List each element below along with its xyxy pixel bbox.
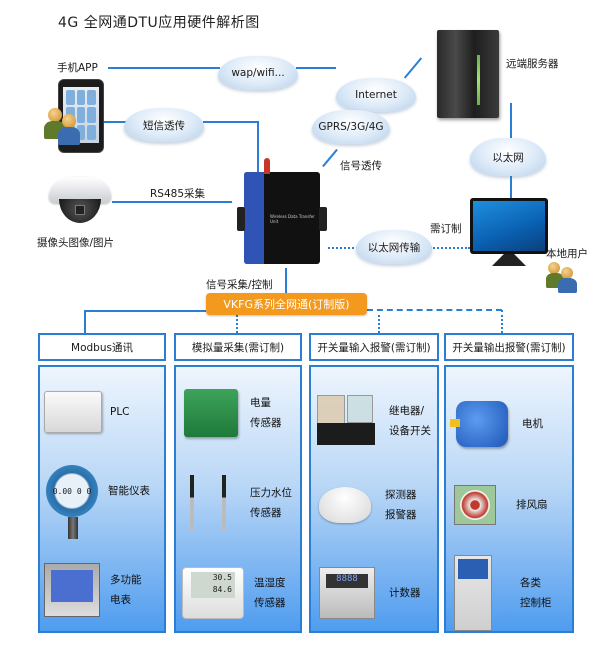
tree-line-switch-out [501, 310, 503, 333]
category-panel-analog: 电量 传感器 压力水位 传感器 30.5 84.6 温湿度 传感器 [174, 365, 302, 633]
tree-line-switch-in [378, 315, 380, 333]
link-dtu-eth-transfer [328, 247, 358, 249]
list-item: 电机 [450, 401, 543, 447]
relay-icon [317, 395, 379, 447]
motor-icon [450, 401, 508, 447]
link-phone-wap [108, 67, 220, 69]
exhaust-fan-icon [454, 485, 496, 525]
link-wap-internet [296, 67, 336, 69]
category-panel-switch-output: 电机 排风扇 各类 控制柜 [444, 365, 574, 633]
list-item: 电量 传感器 [184, 389, 282, 437]
label-local-user: 本地用户 [546, 248, 588, 260]
label-custom: 需订制 [430, 223, 462, 235]
monitor-stand [492, 254, 526, 266]
list-item: 排风扇 [454, 485, 548, 525]
link-gprs-dtu [322, 148, 338, 168]
link-dtu-product [285, 268, 287, 293]
plc-icon [44, 391, 102, 433]
link-internet-server [403, 57, 423, 79]
cloud-ethernet: 以太网 [470, 129, 546, 176]
power-sensor-icon [184, 389, 238, 437]
link-phone-sms [104, 121, 126, 123]
category-panel-modbus: PLC 0.00 0 0 智能仪表 多功能 电表 [38, 365, 166, 633]
cloud-gprs: GPRS/3G/4G [312, 102, 390, 144]
list-item: 探测器 报警器 [319, 485, 417, 525]
tree-line-left [84, 310, 206, 312]
level-sensor-icon [182, 475, 240, 531]
label-signal-collect: 信号采集/控制 [206, 279, 273, 291]
cloud-sms: 短信透传 [124, 100, 204, 142]
list-item: 继电器/ 设备开关 [317, 395, 431, 447]
users-icon [44, 108, 84, 145]
category-panel-switch-input: 继电器/ 设备开关 探测器 报警器 8888 计数器 [309, 365, 439, 633]
cloud-internet: Internet [336, 70, 416, 112]
cloud-wap-wifi: wap/wifi... [218, 48, 298, 90]
list-item: 0.00 0 0 智能仪表 [46, 465, 150, 517]
label-signal-transparent: 信号透传 [340, 160, 382, 172]
list-item: 8888 计数器 [319, 567, 421, 619]
list-item: PLC [44, 391, 130, 433]
list-item: 多功能 电表 [44, 563, 142, 617]
link-ethernet-monitor [510, 176, 512, 200]
category-header-switch-input: 开关量输入报警(需订制) [309, 333, 439, 361]
label-rs485: RS485采集 [150, 188, 206, 200]
meter-stem [68, 517, 78, 539]
local-user-icon [546, 262, 580, 293]
link-sms-dtu-v [257, 121, 259, 173]
label-phone-app: 手机APP [57, 62, 98, 74]
category-header-modbus: Modbus通讯 [38, 333, 166, 361]
monitor-icon [470, 198, 548, 254]
product-bar: VKFG系列全网通(订制版) [206, 293, 367, 315]
counter-icon: 8888 [319, 567, 375, 619]
camera-icon [45, 177, 115, 227]
link-camera-dtu [112, 201, 232, 203]
smart-meter-icon: 0.00 0 0 [46, 465, 98, 517]
server-icon [437, 30, 499, 118]
tree-line-analog [236, 315, 238, 333]
temp-humidity-sensor-icon: 30.5 84.6 [182, 567, 244, 619]
power-meter-icon [44, 563, 100, 617]
tree-line-right [367, 309, 502, 311]
control-cabinet-icon [454, 555, 492, 631]
cloud-ethernet-transfer: 以太网传输 [356, 222, 432, 264]
link-eth-transfer-monitor [430, 247, 470, 249]
dtu-device-icon: Wireless Data Transfer Unit [237, 158, 327, 264]
category-header-switch-output: 开关量输出报警(需订制) [444, 333, 574, 361]
link-server-ethernet [510, 103, 512, 138]
detector-icon [319, 487, 371, 523]
link-sms-dtu-h [203, 121, 259, 123]
list-item: 各类 控制柜 [454, 555, 552, 631]
list-item: 压力水位 传感器 [182, 475, 292, 531]
diagram-title: 4G 全网通DTU应用硬件解析图 [58, 15, 260, 31]
list-item: 30.5 84.6 温湿度 传感器 [182, 567, 286, 619]
tree-line-modbus [84, 310, 86, 333]
label-camera: 摄像头图像/图片 [37, 237, 115, 249]
category-header-analog: 模拟量采集(需订制) [174, 333, 302, 361]
label-remote-server: 远端服务器 [506, 58, 559, 70]
